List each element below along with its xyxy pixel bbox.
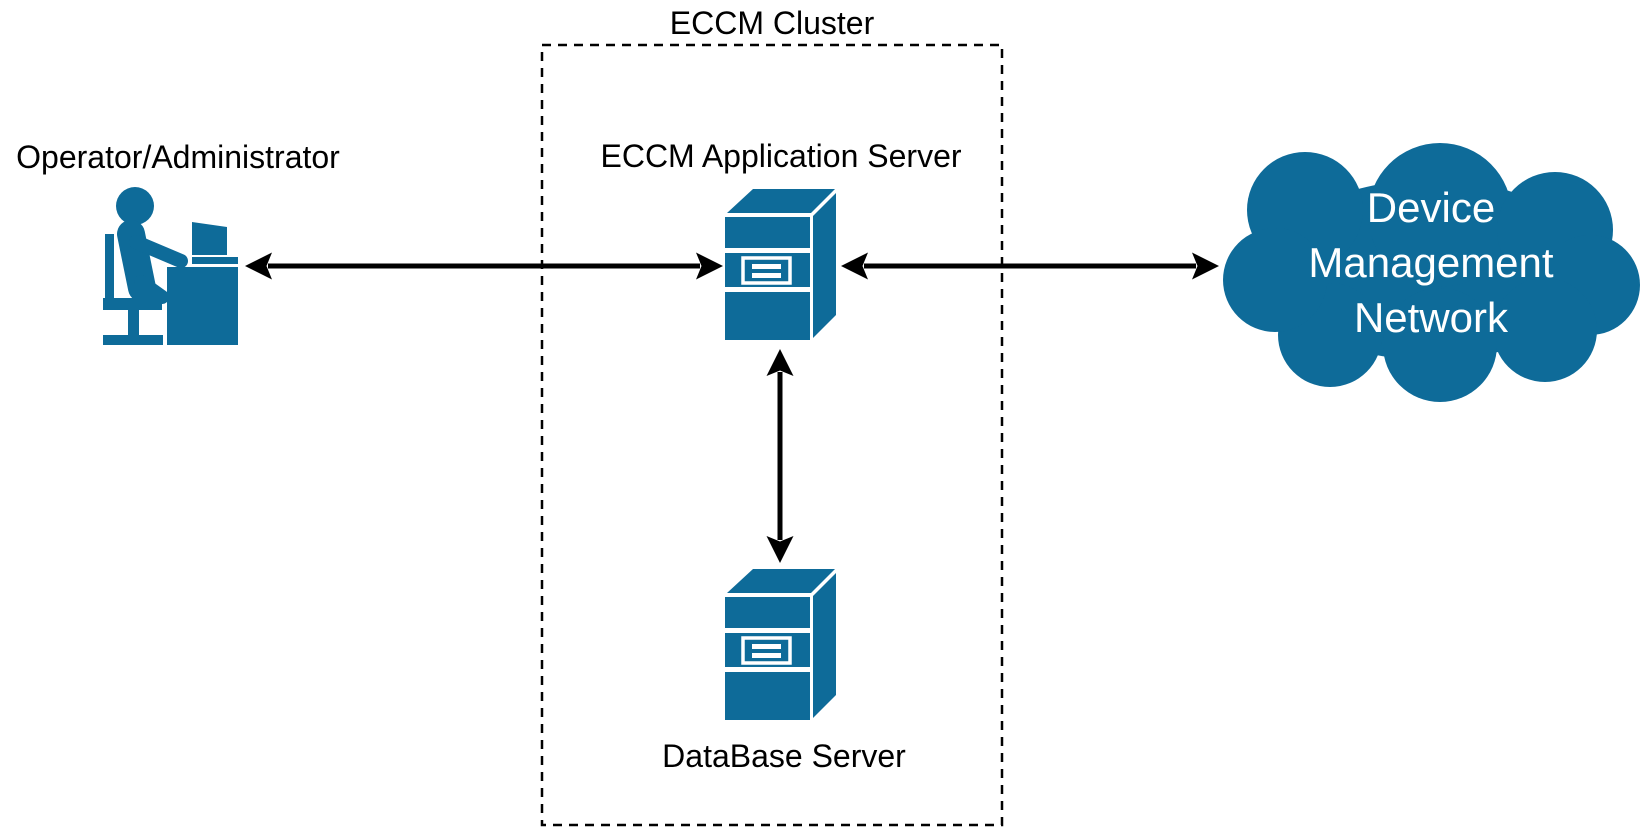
cluster-boundary-box — [540, 43, 1004, 827]
arrow-operator-appserver — [245, 252, 723, 280]
arrow-appserver-network — [841, 252, 1219, 280]
person-leg — [134, 275, 169, 304]
cluster-title: ECCM Cluster — [669, 5, 875, 41]
database-server-icon — [723, 567, 838, 722]
arrowhead-down-icon — [766, 536, 794, 563]
monitor — [192, 222, 227, 255]
arrow-appserver-database — [766, 349, 794, 563]
keyboard-bar — [192, 257, 238, 264]
network-label-line3: Network — [1353, 294, 1509, 341]
operator-label: Operator/Administrator — [16, 139, 340, 175]
arrowhead-right-icon — [1192, 252, 1219, 280]
person-at-desk-icon — [103, 187, 238, 345]
network-label-line1: Device — [1366, 184, 1496, 231]
arrowhead-up-icon — [766, 349, 794, 376]
arrowhead-left-icon — [245, 252, 272, 280]
desk — [167, 267, 238, 345]
app-server-label: ECCM Application Server — [600, 138, 962, 174]
person-head — [116, 187, 154, 225]
arrowhead-left-icon — [841, 252, 868, 280]
database-server-label: DataBase Server — [662, 738, 906, 774]
person-arm — [129, 235, 188, 268]
app-server-icon — [723, 187, 838, 342]
chair-back — [105, 234, 114, 306]
cloud-icon — [1223, 143, 1640, 402]
arrowhead-right-icon — [696, 252, 723, 280]
network-cloud-label: Device Management Network — [1231, 180, 1631, 345]
chair-base — [103, 335, 163, 345]
network-label-line2: Management — [1308, 239, 1554, 286]
chair-pedestal — [128, 310, 139, 337]
chair-seat — [103, 298, 162, 310]
